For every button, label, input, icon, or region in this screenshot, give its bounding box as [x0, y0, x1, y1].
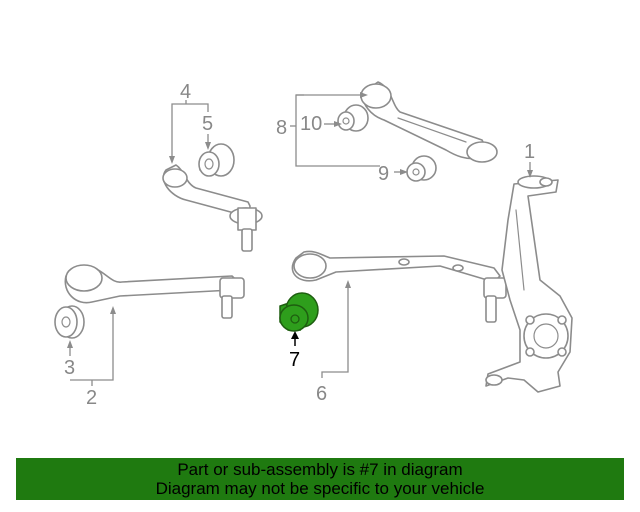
- steering-knuckle: [485, 175, 573, 393]
- bushing-9: [406, 155, 437, 182]
- callout-6: 6: [316, 383, 327, 405]
- bushing-3: [54, 305, 85, 339]
- callout-3: 3: [64, 357, 75, 379]
- callout-9: 9: [378, 163, 389, 185]
- callout-4: 4: [180, 81, 191, 103]
- parts-diagram: 4 5 8 10 9 1 3 2 6 7: [54, 81, 573, 409]
- upper-control-arm-left: [162, 164, 263, 252]
- bushing-10: [337, 104, 369, 132]
- bushing-5: [198, 143, 235, 177]
- info-banner-line-2: Diagram may not be specific to your vehi…: [155, 479, 485, 498]
- callout-7: 7: [289, 349, 300, 371]
- callout-5: 5: [202, 113, 213, 135]
- lower-control-arm-middle: [291, 250, 507, 323]
- callout-10: 10: [300, 113, 322, 135]
- info-banner-line-1: Part or sub-assembly is #7 in diagram: [177, 460, 463, 479]
- info-banner: Part or sub-assembly is #7 in diagram Di…: [16, 458, 624, 500]
- callout-2: 2: [86, 387, 97, 409]
- callout-8: 8: [276, 117, 287, 139]
- lower-control-arm-left: [64, 264, 245, 319]
- callout-1: 1: [524, 141, 535, 163]
- leader-lines: [67, 92, 533, 386]
- bushing-7-highlighted: [279, 292, 319, 332]
- lower-control-arm-upper-right: [360, 81, 498, 163]
